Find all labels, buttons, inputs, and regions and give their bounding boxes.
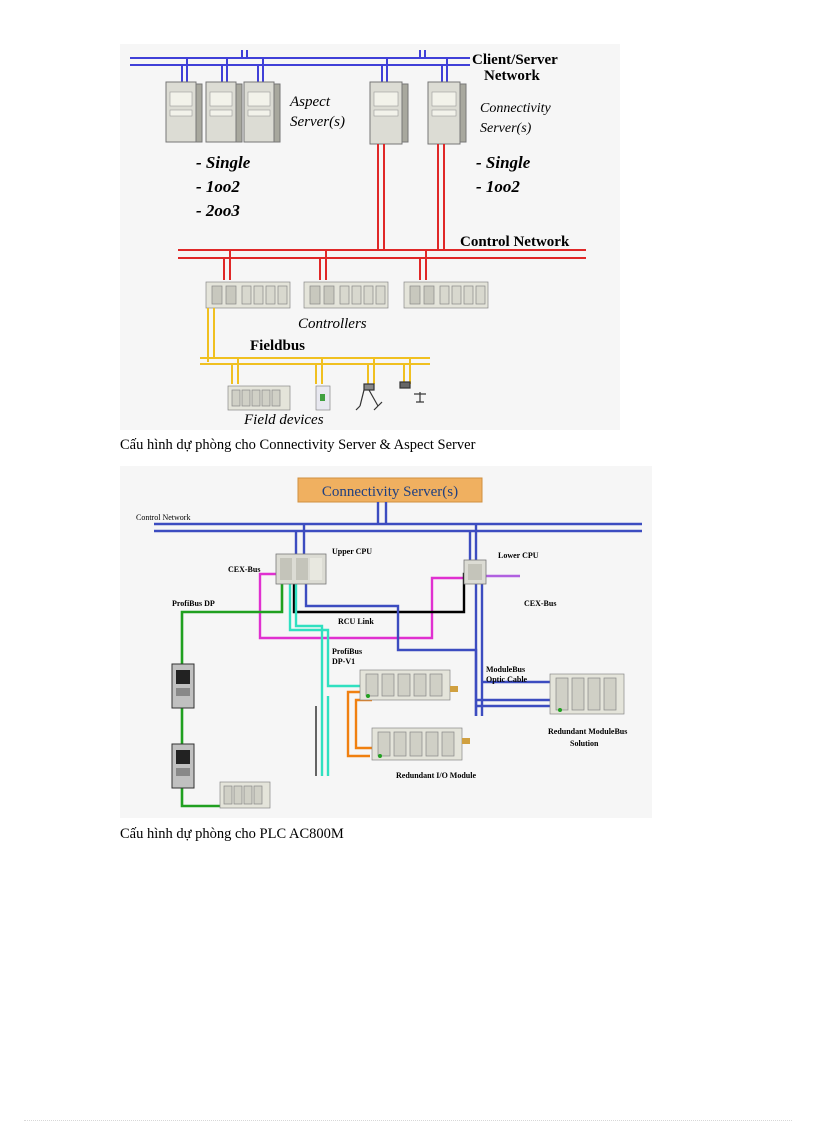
page-bottom-border	[24, 1120, 792, 1121]
profibus-dp-label: ProfiBus DP	[172, 599, 215, 608]
control-network-lines	[178, 144, 586, 280]
fieldbus-lines	[200, 308, 430, 384]
aspect-server-1	[165, 81, 203, 143]
figure-redundancy-servers: Client/Server Network Aspect Server(s) C…	[120, 44, 620, 430]
control-network-label: Control Network	[136, 513, 190, 522]
field-device-sensor-icon	[399, 381, 426, 403]
redundant-io-lines	[346, 690, 372, 758]
caption-figure-1: Cấu hình dự phòng cho Connectivity Serve…	[120, 437, 476, 453]
aspect-server-2	[205, 81, 243, 143]
profibus-remote-io	[219, 781, 271, 809]
upper-cpu-label: Upper CPU	[332, 547, 372, 556]
controller-2	[303, 281, 389, 309]
modulebus-label: ModuleBus	[486, 665, 525, 674]
connectivity-server-title: Connectivity Server(s)	[322, 484, 458, 500]
rcu-link-label: RCU Link	[338, 617, 374, 626]
redundant-io-module-2	[371, 727, 463, 761]
modulebus-label-2: Optic Cable	[486, 675, 528, 684]
aspect-server-label: Aspect	[289, 94, 331, 110]
caption-figure-2: Cấu hình dự phòng cho PLC AC800M	[120, 826, 344, 842]
connectivity-server-1	[369, 81, 409, 145]
cex-bus-right-label: CEX-Bus	[524, 599, 556, 608]
profibus-dpv1-lines	[288, 584, 360, 776]
modulebus-lines	[304, 576, 550, 716]
io-connector-1	[450, 686, 458, 692]
lower-cpu	[463, 559, 487, 585]
control-network-lines	[154, 502, 642, 560]
profibus-dpv1-label: ProfiBus	[332, 647, 362, 656]
field-devices-label: Field devices	[243, 412, 324, 428]
aspect-server-label-2: Server(s)	[290, 114, 345, 130]
redundant-modulebus-label-2: Solution	[570, 739, 599, 748]
client-server-label-2: Network	[484, 68, 540, 84]
profibus-device-2	[171, 743, 195, 789]
connectivity-mode-1oo2: - 1oo2	[476, 177, 520, 196]
aspect-mode-2oo3: - 2oo3	[196, 201, 240, 220]
connectivity-server-box	[297, 477, 483, 503]
io-connector-2	[462, 738, 470, 744]
field-device-io	[227, 385, 291, 411]
fieldbus-label: Fieldbus	[250, 338, 305, 354]
profibus-dp-line	[180, 584, 284, 808]
figure-redundancy-plc: Connectivity Server(s) Control Network	[120, 466, 652, 818]
cex-bus-lines	[258, 572, 520, 640]
profibus-device-1	[171, 663, 195, 709]
connectivity-server-label: Connectivity	[480, 101, 552, 116]
connectivity-mode-single: - Single	[476, 153, 531, 172]
client-server-network-lines	[130, 50, 470, 82]
field-device-transmitter	[315, 385, 331, 411]
connectivity-server-label-2: Server(s)	[480, 121, 532, 136]
cex-bus-left-label: CEX-Bus	[228, 565, 260, 574]
redundant-modulebus	[549, 673, 625, 715]
control-network-label: Control Network	[460, 234, 570, 250]
field-device-valve-icon	[355, 383, 383, 411]
lower-cpu-label: Lower CPU	[498, 551, 539, 560]
profibus-dpv1-label-2: DP-V1	[332, 657, 355, 666]
redundant-io-module-1	[359, 669, 451, 701]
connectivity-server-2	[427, 81, 467, 145]
plc-redundancy-diagram: Connectivity Server(s) Control Network	[136, 477, 642, 809]
controllers-label: Controllers	[298, 316, 367, 332]
controller-3	[403, 281, 489, 309]
redundant-modulebus-label: Redundant ModuleBus	[548, 727, 627, 736]
servers-network-diagram: Client/Server Network Aspect Server(s) C…	[130, 50, 586, 428]
client-server-label: Client/Server	[472, 52, 558, 68]
aspect-server-3	[243, 81, 281, 143]
aspect-mode-single: - Single	[196, 153, 251, 172]
upper-cpu	[275, 553, 327, 585]
aspect-mode-1oo2: - 1oo2	[196, 177, 240, 196]
controller-1	[205, 281, 291, 309]
redundant-io-label: Redundant I/O Module	[396, 771, 476, 780]
